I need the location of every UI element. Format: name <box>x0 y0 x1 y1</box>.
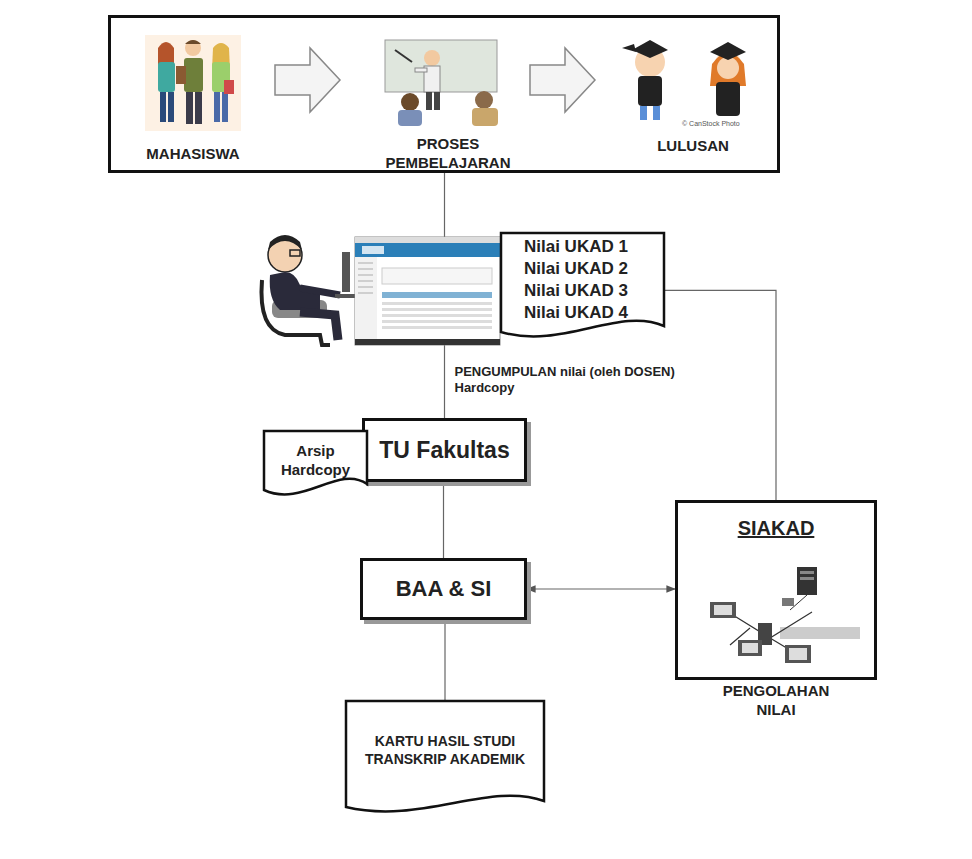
classroom-picture <box>385 40 498 126</box>
node-text: Nilai UKAD 4 <box>524 302 655 324</box>
connector-line <box>444 620 445 700</box>
network-picture <box>690 555 860 670</box>
document-shape: Nilai UKAD 1Nilai UKAD 2Nilai UKAD 3Nila… <box>500 232 665 340</box>
connector-line <box>443 482 444 558</box>
watermark-text: © CanStock Photo <box>682 120 740 127</box>
document-outline <box>264 431 367 494</box>
document-outline <box>501 233 664 336</box>
connector-line <box>527 588 675 589</box>
process-box: SIAKADPENGOLAHAN NILAI <box>675 500 877 680</box>
edge-label: PENGUMPULAN nilai (oleh DOSEN) Hardcopy <box>455 364 695 396</box>
process-box: TU Fakultas <box>362 418 527 482</box>
node-text: Nilai UKAD 1 <box>524 236 655 258</box>
node-text: Nilai UKAD 3 <box>524 280 655 302</box>
node-text: PENGOLAHAN NILAI <box>678 681 874 719</box>
block-arrow <box>530 48 595 112</box>
screen-picture <box>355 237 500 345</box>
node-text: Nilai UKAD 2 <box>524 258 655 280</box>
node-text: Arsip Hardcopy <box>271 442 360 480</box>
node-text: TU Fakultas <box>379 436 509 465</box>
node-text: BAA & SI <box>396 575 492 603</box>
block-arrow <box>275 48 340 112</box>
process-box: BAA & SI <box>360 558 527 620</box>
document-shape: Arsip Hardcopy <box>263 430 368 498</box>
node-text: SIAKAD <box>678 517 874 540</box>
document-shape: KARTU HASIL STUDI TRANSKRIP AKADEMIK <box>345 700 545 815</box>
process-box: MAHASISWA PROSES PEMBELAJARAN LULUSAN <box>108 15 780 173</box>
students-picture <box>145 35 241 131</box>
node-text: PROSES PEMBELAJARAN <box>353 134 543 172</box>
graduates-picture <box>622 40 746 120</box>
person-at-computer <box>261 235 357 345</box>
node-text: KARTU HASIL STUDI TRANSKRIP AKADEMIK <box>353 733 537 768</box>
node-text: MAHASISWA <box>118 144 268 163</box>
node-text: LULUSAN <box>618 136 768 155</box>
document-outline <box>346 701 544 811</box>
